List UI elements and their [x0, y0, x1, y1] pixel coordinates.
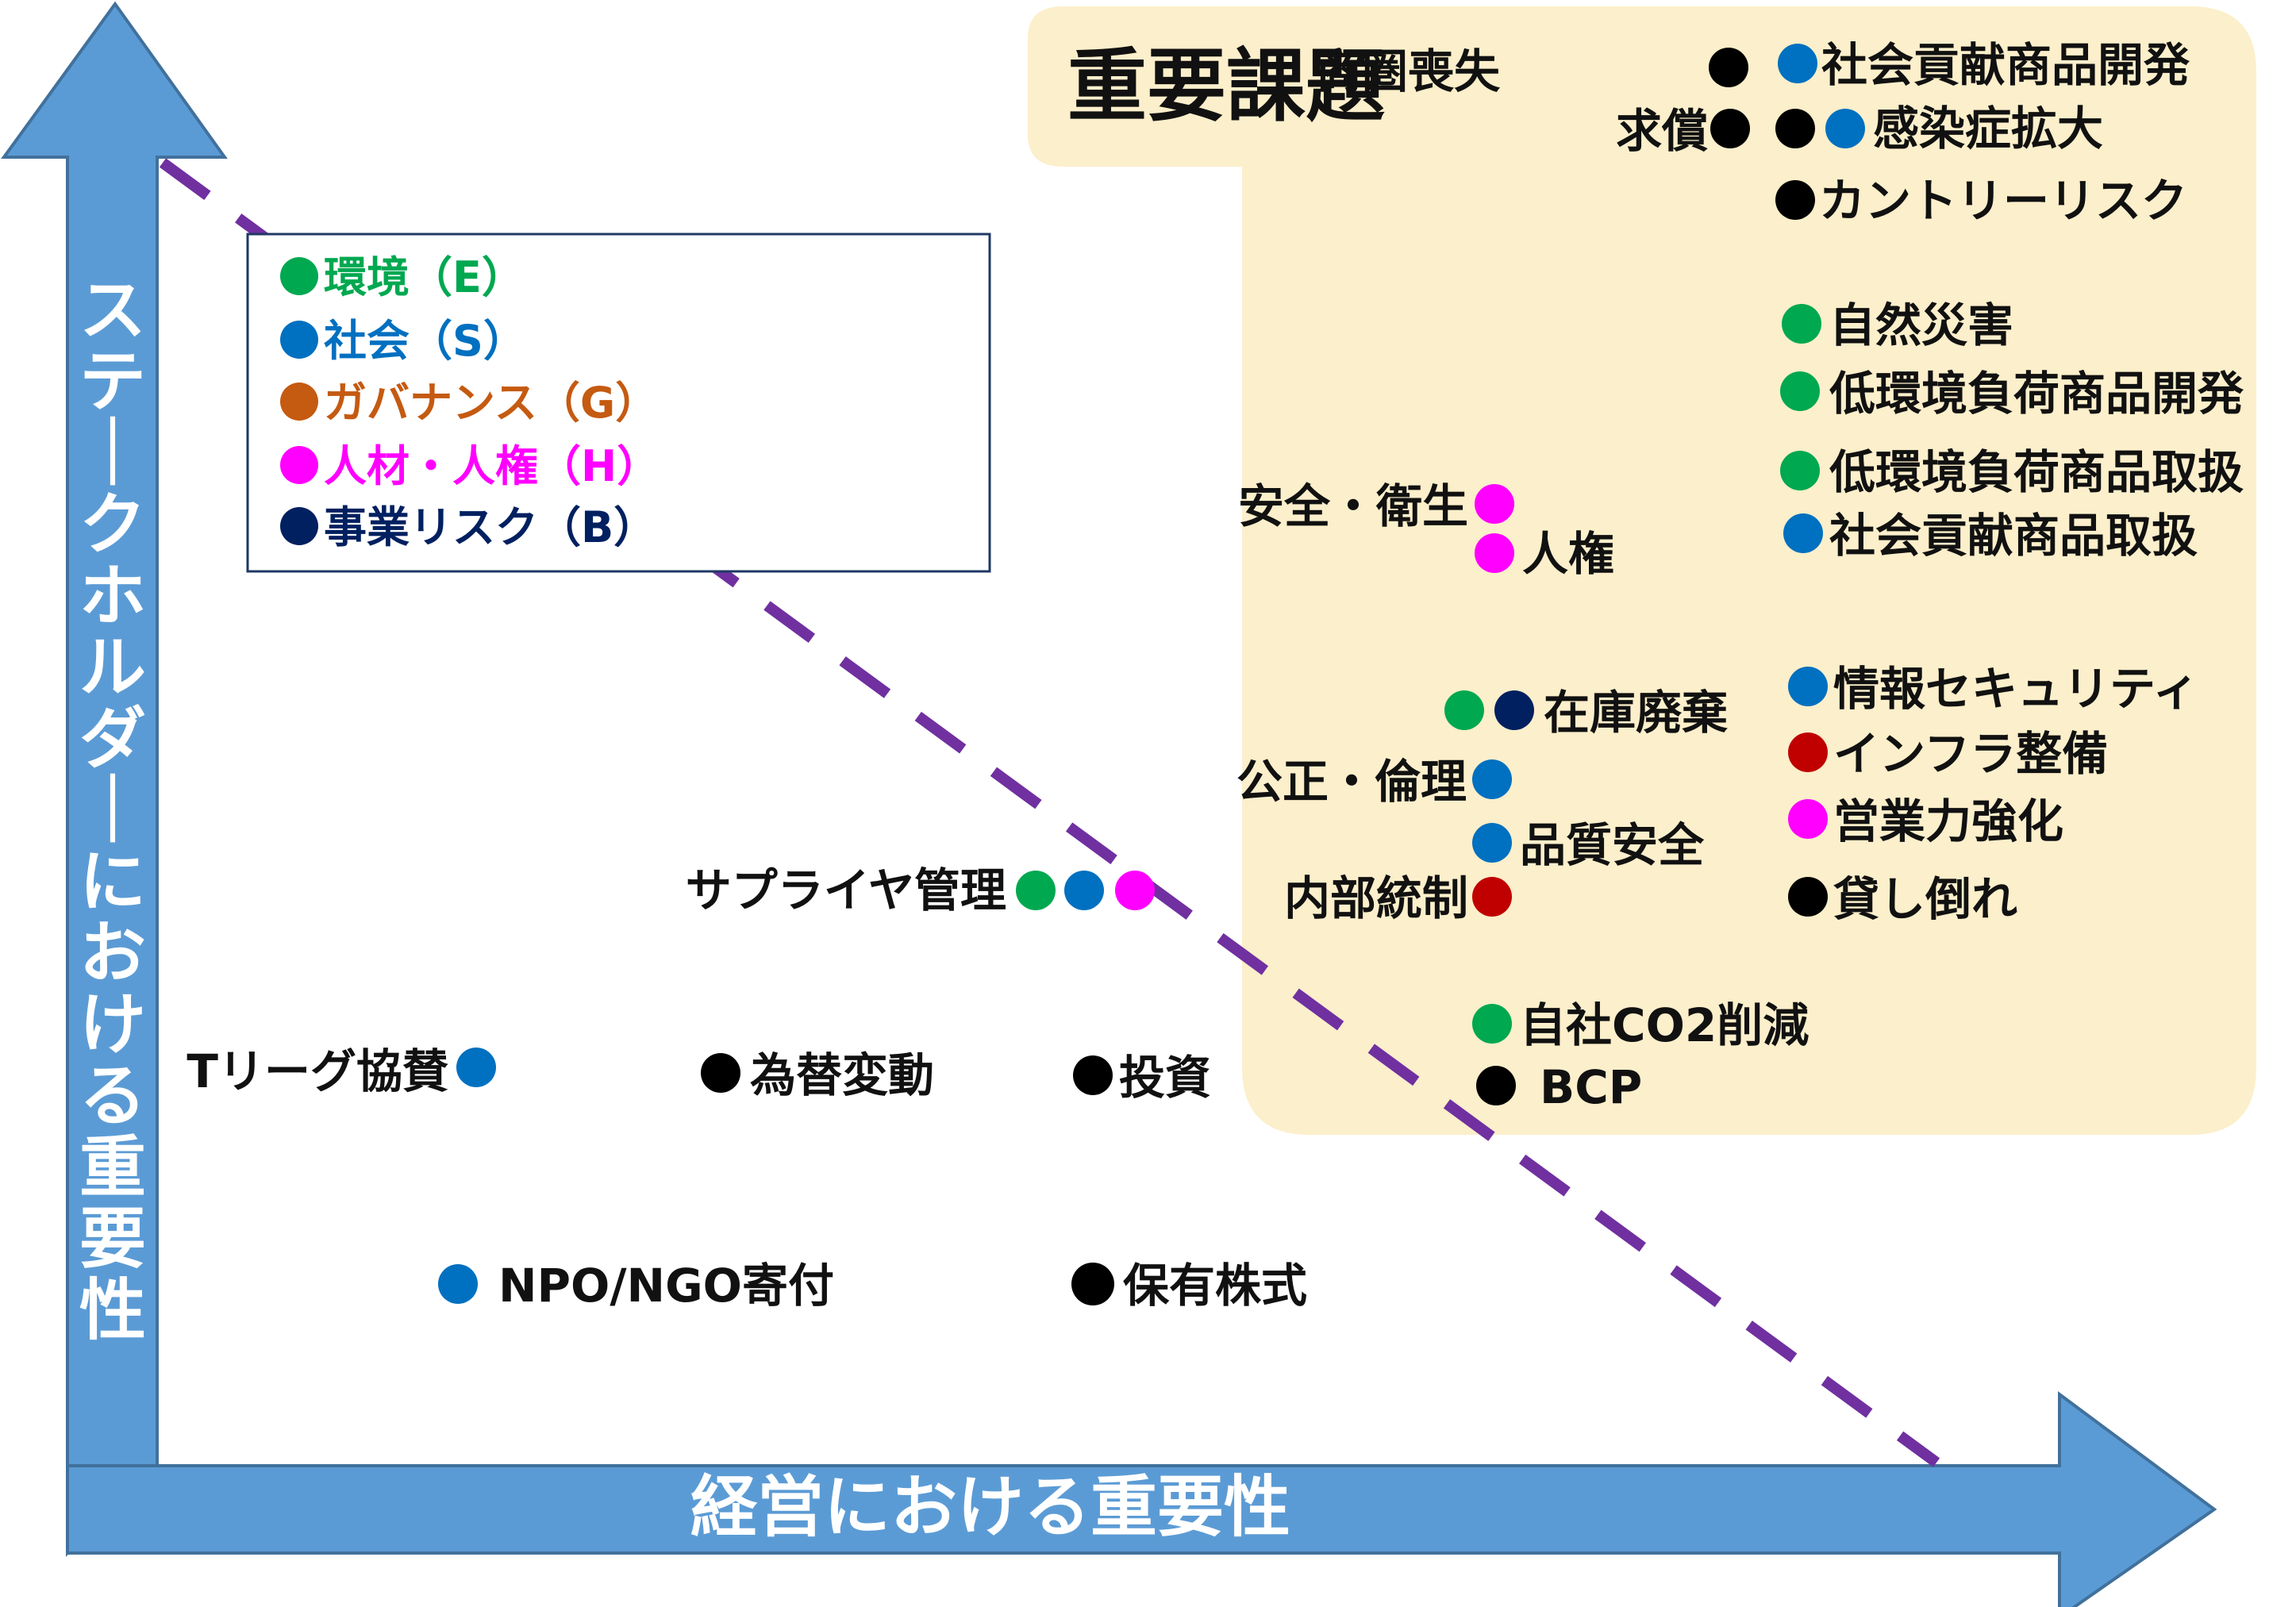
item-label-teikankyo-kaihatsu: 低環境負荷商品開発	[1829, 367, 2244, 421]
item-label-anzen-eisei: 安全・衛生	[1238, 479, 1468, 533]
item-label-jinken: 人権	[1522, 527, 1614, 581]
item-dot-anzen-eisei	[1475, 484, 1514, 524]
item-label-hoyu-kabushiki: 保有株式	[1123, 1259, 1307, 1313]
legend-dot-social	[280, 321, 318, 359]
item-dot-npo	[438, 1264, 478, 1304]
item-dot-eigyoryoku	[1788, 799, 1828, 839]
item-label-kyusho: 求償	[1616, 104, 1708, 158]
item-dot-kashidaore	[1788, 877, 1828, 917]
item-label-country-risk: カントリーリスク	[1819, 174, 2187, 228]
item-dot-bcp	[1476, 1066, 1516, 1105]
item-label-supplier: サプライヤ管理	[686, 863, 1006, 917]
item-dot-shoken-soshitsu	[1709, 48, 1748, 87]
item-dot-tleague	[456, 1048, 496, 1087]
item-label-teikankyo-toriatsukai: 低環境負荷商品取扱	[1829, 445, 2244, 499]
item-label-shakai-koken-toriatsukai: 社会貢献商品取扱	[1829, 509, 2198, 563]
item-dot-teikankyo-toriatsukai	[1780, 451, 1820, 490]
item-label-eigyoryoku: 営業力強化	[1833, 794, 2063, 848]
item-label-kosei-rinri: 公正・倫理	[1236, 755, 1467, 809]
threshold-dashed-line	[159, 158, 1940, 1467]
legend-label-social: 社会（S）	[324, 316, 526, 366]
item-label-shizen-saigai: 自然災害	[1829, 298, 2013, 352]
item-dot-kyusho	[1710, 109, 1750, 148]
item-label-bcp: BCP	[1540, 1060, 1642, 1114]
item-dot-shizen-saigai	[1782, 304, 1821, 344]
item-dot-naibu-tosei	[1472, 877, 1512, 917]
item-dot-kansensho-social	[1825, 109, 1865, 148]
legend: 環境（E） 社会（S） ガバナンス（G） 人材・人権（H） 事業リスク（B）	[280, 252, 660, 552]
item-label-tleague: Tリーグ協賛	[187, 1044, 448, 1098]
legend-label-environment: 環境（E）	[324, 252, 525, 302]
y-axis-label: ステ｜クホルダ｜における重要性	[79, 271, 146, 1349]
item-dot-joho-security	[1788, 667, 1828, 706]
item-dot-shakai-koken-kaihatsu	[1778, 44, 1817, 83]
item-dot-toshi	[1073, 1055, 1113, 1095]
item-label-toshi: 投資	[1119, 1051, 1211, 1105]
important-issues-region	[1028, 6, 2256, 1135]
item-dot-kansensho-risk	[1775, 109, 1815, 148]
item-dot-zaiko-haiki-risk	[1494, 690, 1534, 730]
legend-dot-governance	[280, 383, 318, 421]
x-axis-label: 経営における重要性	[690, 1468, 1290, 1546]
item-dot-supplier-env	[1016, 871, 1056, 910]
item-dot-kosei-rinri	[1472, 759, 1512, 799]
item-label-infra: インフラ整備	[1833, 727, 2108, 781]
item-label-joho-security: 情報セキュリティ	[1833, 662, 2199, 716]
item-dot-country-risk	[1775, 180, 1815, 220]
item-dot-infra	[1788, 732, 1828, 772]
item-dot-supplier-social	[1064, 871, 1104, 910]
item-dot-supplier-people	[1115, 871, 1155, 910]
legend-box	[246, 233, 991, 573]
item-label-naibu-tosei: 内部統制	[1284, 871, 1468, 925]
item-label-hinshitsu-anzen: 品質安全	[1520, 818, 1705, 872]
item-dot-hoyu-kabushiki	[1071, 1263, 1114, 1305]
important-issues-title: 重要課題	[1067, 40, 1385, 133]
item-dot-jinken	[1475, 533, 1514, 573]
legend-label-business-risk: 事業リスク（B）	[324, 502, 656, 552]
item-label-npo: NPO/NGO寄付	[498, 1259, 834, 1313]
item-dot-hinshitsu-anzen	[1472, 823, 1512, 863]
legend-dot-people	[280, 446, 318, 484]
legend-dot-environment	[280, 257, 318, 295]
item-dot-zaiko-haiki-env	[1444, 690, 1484, 730]
y-axis-arrow	[1, 1, 228, 1557]
item-dot-teikankyo-kaihatsu	[1780, 371, 1820, 411]
item-label-shakai-koken-kaihatsu: 社会貢献商品開発	[1821, 38, 2190, 92]
legend-label-people: 人材・人権（H）	[324, 441, 660, 491]
item-dot-kawase	[701, 1053, 740, 1093]
item-label-co2: 自社CO2削減	[1520, 998, 1809, 1052]
item-label-kansensho: 感染症拡大	[1873, 102, 2103, 156]
item-label-kawase: 為替変動	[750, 1048, 934, 1102]
item-label-kashidaore: 貸し倒れ	[1833, 872, 2017, 926]
item-dot-shakai-koken-toriatsukai	[1783, 513, 1823, 553]
item-dot-co2	[1472, 1004, 1512, 1044]
legend-dot-business-risk	[280, 507, 318, 545]
x-axis-arrow	[66, 1391, 2217, 1607]
item-label-zaiko-haiki: 在庫廃棄	[1544, 686, 1728, 740]
item-label-shoken-soshitsu: 商圏喪失	[1316, 44, 1501, 98]
legend-label-governance: ガバナンス（G）	[324, 378, 658, 428]
